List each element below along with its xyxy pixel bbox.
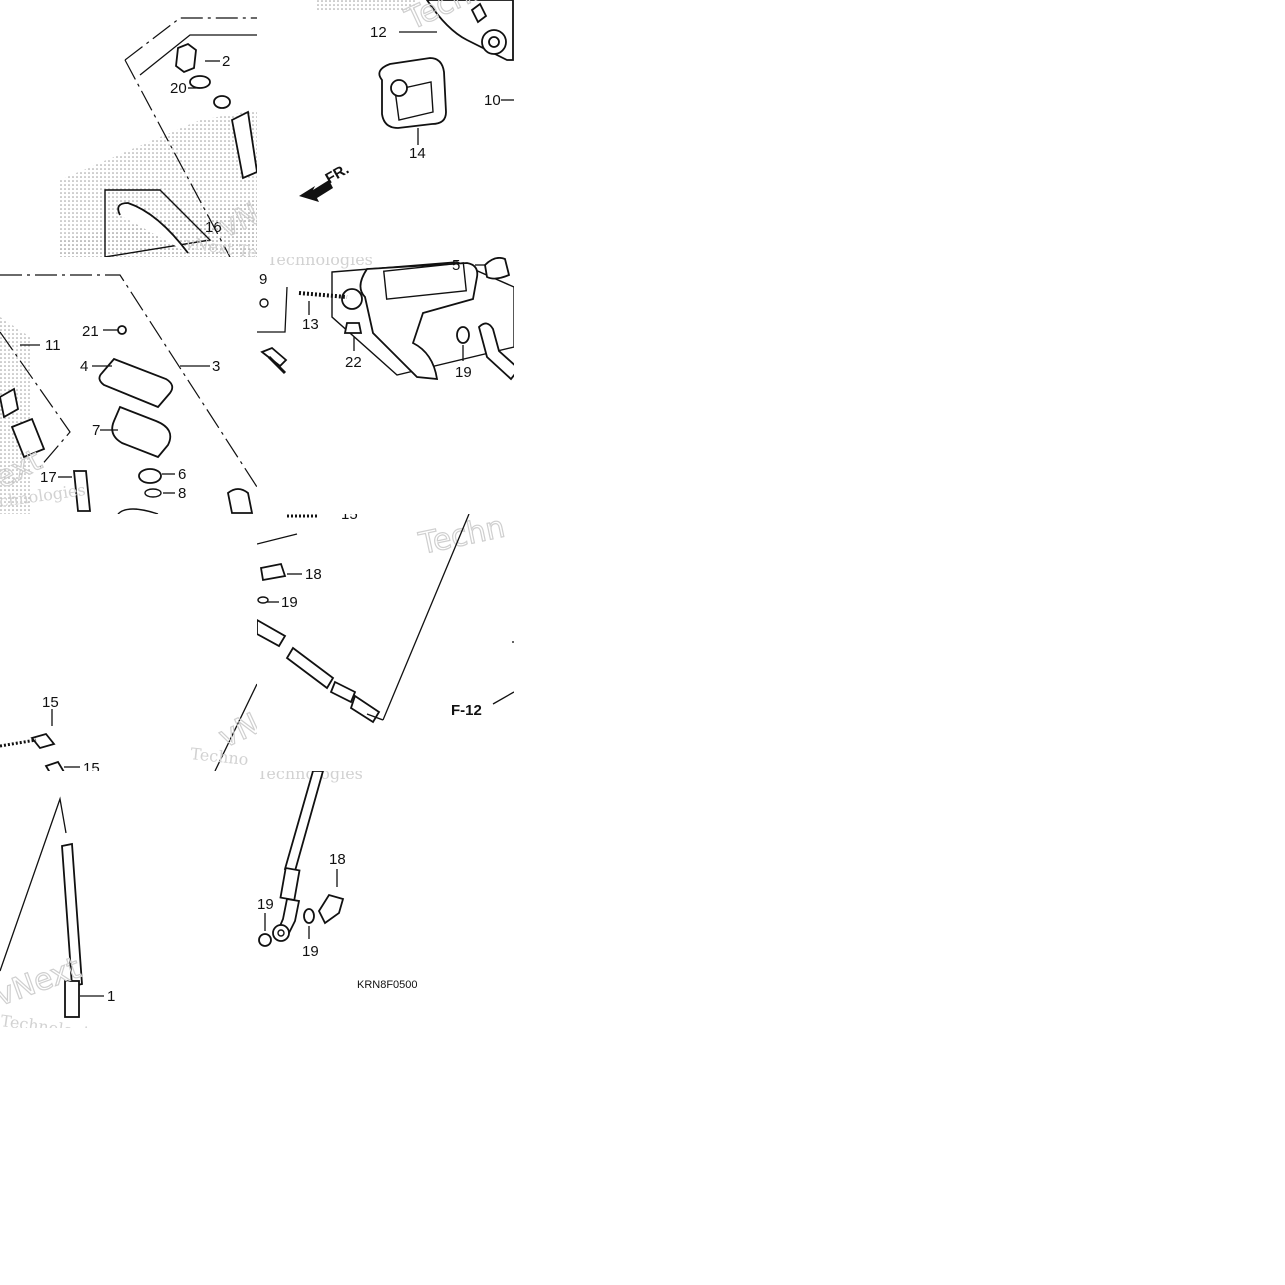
banjo-bolt-part bbox=[259, 562, 287, 582]
callout-6: 6 bbox=[178, 466, 186, 483]
hose-section-part bbox=[257, 618, 381, 724]
diagram-tile-middle-left: 11 21 4 3 7 6 8 17 chnologies ext bbox=[0, 257, 257, 514]
banjo-fitting-part bbox=[477, 322, 514, 381]
reservoir-cap-part bbox=[98, 357, 174, 409]
spring-part bbox=[10, 417, 46, 459]
master-cylinder-body-drawing: Technologies 9 13 22 5 19 bbox=[257, 257, 514, 381]
master-cylinder-part bbox=[341, 262, 479, 381]
pivot-bolt-part bbox=[73, 470, 91, 512]
hose-end-part bbox=[275, 771, 324, 939]
diagram-tile-center: Technologies 9 13 22 5 19 bbox=[257, 257, 514, 514]
callout-18a: 18 bbox=[305, 566, 322, 583]
master-cylinder-cap-drawing: 11 21 4 3 7 6 8 17 chnologies ext bbox=[0, 274, 257, 514]
callout-15c: 15 bbox=[341, 514, 358, 523]
callout-11: 11 bbox=[45, 337, 61, 354]
callout-20: 20 bbox=[170, 80, 187, 97]
bolt-15b-part bbox=[44, 760, 65, 771]
brake-hose-part bbox=[61, 842, 83, 1018]
callout-2: 2 bbox=[222, 53, 230, 70]
banjo-bolt-18b-part bbox=[317, 893, 345, 925]
watermark: Technologies bbox=[0, 1011, 107, 1028]
caliper-fitting-drawing: Technologies 19 19 18 KRN8F0500 bbox=[257, 771, 418, 991]
bolt-15a-part bbox=[30, 732, 56, 750]
lever-part bbox=[117, 202, 189, 254]
callout-4: 4 bbox=[80, 358, 88, 375]
callout-17: 17 bbox=[40, 469, 57, 486]
callout-22: 22 bbox=[345, 354, 362, 371]
callout-3: 3 bbox=[212, 358, 220, 375]
callout-13: 13 bbox=[302, 316, 319, 333]
callout-19a: 19 bbox=[455, 364, 472, 381]
diagram-tile-top-middle: 12 10 14 FR. Techno bbox=[257, 0, 514, 257]
callout-19c: 19 bbox=[257, 896, 274, 913]
callout-12: 12 bbox=[370, 24, 387, 41]
section-reference: F-12 bbox=[451, 702, 482, 719]
caliper-mount-drawing: 15 15 Techno vNe bbox=[0, 683, 257, 771]
switch-housing-drawing: 12 10 14 FR. Techno bbox=[299, 0, 514, 202]
callout-19d: 19 bbox=[302, 943, 319, 960]
callout-8: 8 bbox=[178, 485, 186, 502]
watermark: Technologies bbox=[267, 257, 373, 269]
watermark: Technologies bbox=[257, 771, 363, 783]
callout-21: 21 bbox=[82, 323, 99, 340]
brake-hose-drawing: 15 Techn 18 19 F-12 bbox=[257, 514, 514, 724]
callout-15b: 15 bbox=[83, 760, 100, 771]
callout-10: 10 bbox=[484, 92, 501, 109]
bolt-13-part bbox=[298, 291, 348, 299]
callout-7: 7 bbox=[92, 422, 100, 439]
switch-cover-part bbox=[378, 57, 447, 129]
callout-5: 5 bbox=[452, 257, 460, 274]
diagram-tile-bottom-middle: Technologies 19 19 18 KRN8F0500 bbox=[257, 771, 514, 1028]
diaphragm-part bbox=[111, 405, 172, 459]
callout-14: 14 bbox=[409, 145, 426, 162]
watermark: Techn bbox=[415, 514, 508, 562]
callout-19b: 19 bbox=[281, 594, 298, 611]
front-arrow-icon: FR. bbox=[299, 161, 352, 202]
callout-15a: 15 bbox=[42, 694, 59, 711]
brake-hose-lower-drawing: 1 vNext Technologies bbox=[0, 796, 115, 1028]
callout-16: 16 bbox=[205, 219, 222, 236]
lever-assembly-drawing: 2 20 16 vNext Tec vN bbox=[60, 17, 257, 257]
nut-part bbox=[343, 322, 363, 334]
drawing-code: KRN8F0500 bbox=[357, 979, 418, 991]
diagram-tile-hose-section: 15 Techn 18 19 F-12 bbox=[257, 514, 514, 771]
callout-18b: 18 bbox=[329, 851, 346, 868]
diagram-tile-top-left: 2 20 16 vNext Tec vN bbox=[0, 0, 257, 257]
callout-1: 1 bbox=[107, 988, 115, 1005]
diagram-tile-lower-left: 15 15 Techno vNe bbox=[0, 514, 257, 771]
diagram-tile-bottom-left: 1 vNext Technologies bbox=[0, 771, 257, 1028]
callout-9: 9 bbox=[259, 271, 267, 288]
